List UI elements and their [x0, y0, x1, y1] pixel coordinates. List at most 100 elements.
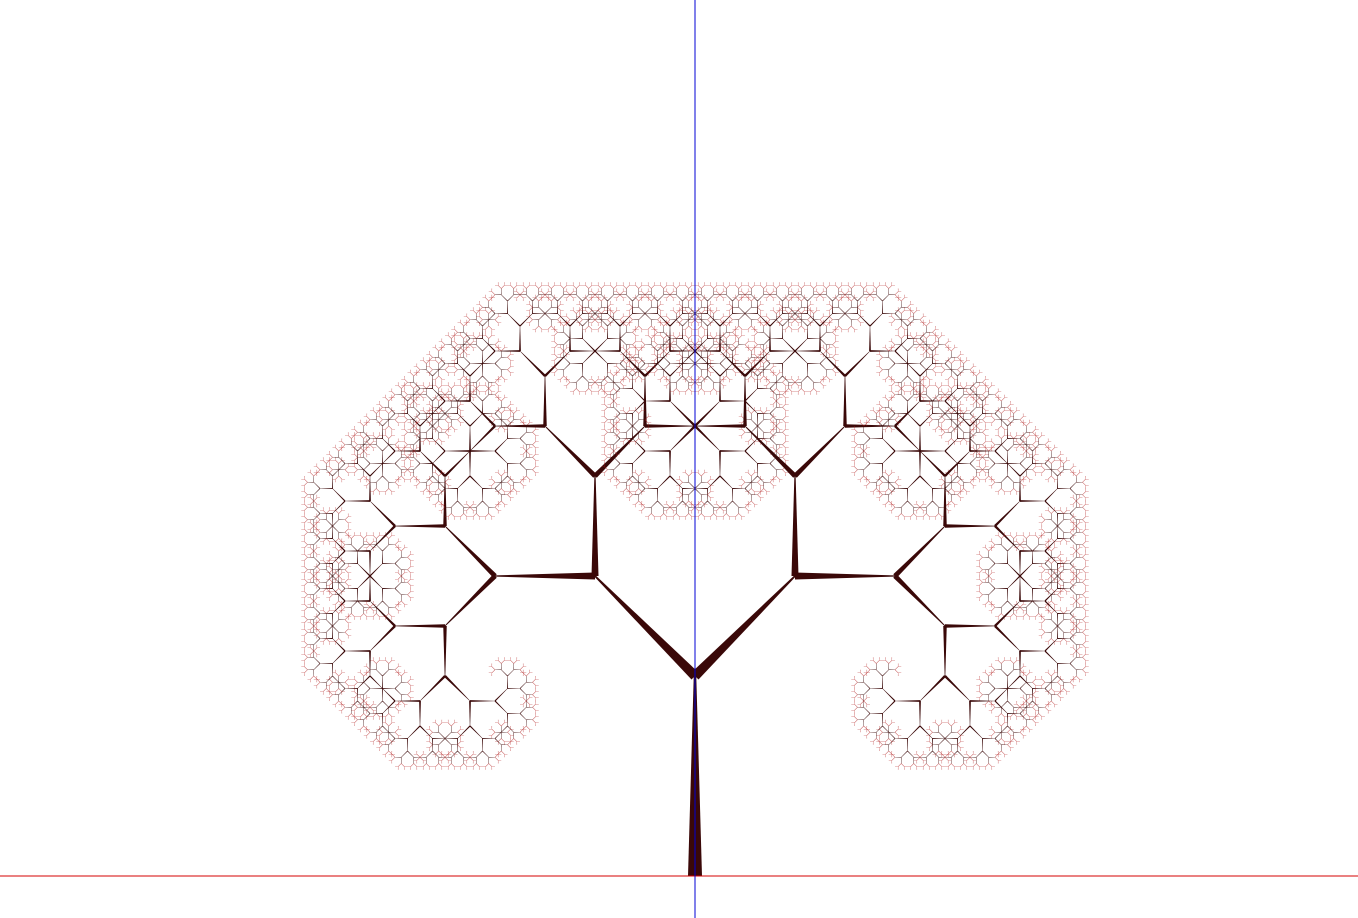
tree-branch — [723, 335, 727, 339]
tree-branch — [579, 307, 583, 311]
tree-branch — [723, 375, 727, 380]
tree-branch — [329, 566, 333, 570]
tree-branch — [594, 316, 599, 320]
tree-branch — [741, 429, 746, 433]
tree-branch — [491, 482, 496, 486]
tree-branch — [454, 332, 458, 336]
tree-branch — [369, 544, 374, 548]
tree-branch — [329, 466, 333, 470]
tree-branch — [385, 660, 389, 664]
tree-branch — [432, 425, 439, 433]
tree-branch — [532, 704, 536, 708]
tree-branch — [326, 619, 333, 627]
tree-branch — [782, 419, 786, 423]
tree-branch — [407, 594, 411, 598]
tree-branch — [313, 507, 321, 514]
tree-branch — [304, 532, 308, 536]
tree-branch — [548, 325, 552, 330]
tree-branch — [732, 329, 736, 333]
tree-branch — [782, 382, 786, 386]
tree-branch — [382, 551, 383, 564]
tree-branch — [369, 444, 374, 449]
tree-branch — [332, 563, 333, 576]
tree-branch — [769, 479, 774, 483]
tree-branch — [554, 341, 558, 345]
tree-branch — [732, 488, 733, 501]
tree-branch — [388, 410, 393, 414]
tree-branch — [519, 291, 524, 295]
tree-branch — [401, 447, 405, 452]
tree-branch — [357, 675, 371, 689]
tree-branch — [313, 557, 321, 564]
tree-branch — [751, 472, 755, 477]
tree-branch — [488, 385, 492, 389]
tree-branch — [329, 679, 333, 683]
tree-branch — [382, 669, 389, 677]
tree-branch — [360, 450, 364, 455]
tree-branch — [507, 479, 511, 483]
tree-branch — [688, 375, 692, 380]
tree-branch — [516, 294, 521, 299]
tree-branch — [313, 497, 318, 502]
tree-branch — [344, 566, 349, 570]
tree-branch — [688, 347, 692, 352]
tree-branch — [413, 438, 421, 445]
tree-branch — [338, 563, 346, 570]
tree-branch — [485, 513, 489, 517]
tree-branch — [438, 500, 443, 505]
tree-branch — [769, 432, 777, 439]
tree-branch — [776, 425, 780, 430]
tree-branch — [782, 391, 786, 395]
tree-branch — [407, 469, 411, 473]
tree-branch — [354, 682, 358, 686]
tree-branch — [369, 476, 371, 501]
tree-branch — [479, 316, 483, 320]
tree-branch — [495, 572, 595, 580]
tree-branch — [407, 557, 411, 561]
tree-branch — [482, 351, 483, 364]
tree-branch — [316, 619, 321, 623]
tree-branch — [335, 510, 339, 514]
tree-branch — [416, 419, 421, 423]
tree-branch — [732, 344, 739, 352]
tree-branch — [388, 488, 393, 492]
tree-branch — [451, 750, 455, 755]
tree-branch — [632, 369, 636, 373]
tree-branch — [394, 604, 399, 608]
tree-branch — [413, 372, 418, 377]
tree-branch — [429, 482, 433, 486]
tree-branch — [338, 557, 346, 564]
tree-branch — [601, 310, 605, 314]
tree-branch — [610, 388, 614, 392]
tree-branch — [404, 404, 408, 408]
tree-branch — [523, 447, 527, 452]
tree-branch — [354, 432, 358, 436]
tree-branch — [363, 697, 368, 702]
tree-branch — [563, 363, 571, 370]
tree-branch — [394, 666, 399, 670]
tree-branch — [763, 410, 767, 414]
tree-branch — [523, 725, 527, 730]
tree-branch — [416, 757, 421, 761]
tree-branch — [769, 482, 774, 486]
tree-branch — [607, 338, 620, 339]
tree-branch — [598, 297, 602, 302]
tree-branch — [772, 425, 777, 430]
tree-branch — [363, 613, 368, 617]
tree-branch — [719, 475, 733, 489]
tree-branch — [394, 482, 399, 486]
tree-branch — [719, 341, 724, 345]
tree-branch — [698, 310, 702, 314]
tree-branch — [538, 297, 542, 302]
tree-branch — [432, 413, 433, 426]
tree-branch — [441, 753, 446, 758]
tree-branch — [582, 350, 596, 364]
tree-branch — [473, 385, 477, 389]
tree-branch — [316, 529, 321, 533]
tree-branch — [626, 285, 630, 289]
tree-branch — [610, 310, 614, 314]
tree-branch — [445, 738, 458, 739]
tree-branch — [407, 694, 411, 698]
